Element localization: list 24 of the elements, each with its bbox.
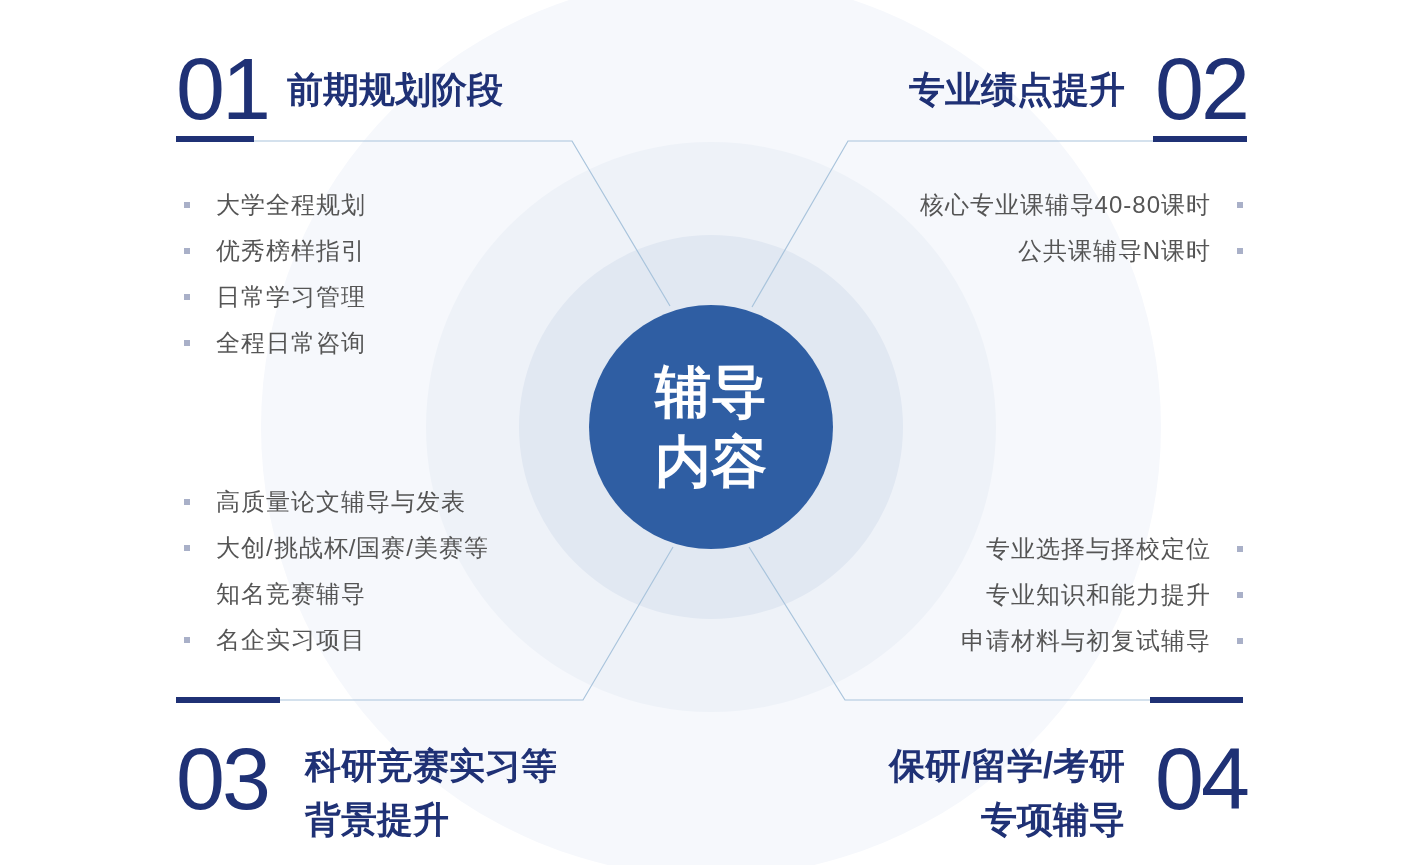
section-title: 前期规划阶段 [287,68,503,112]
list-item: 核心专业课辅导40-80课时 [919,182,1243,228]
list-item: 优秀榜样指引 [184,228,501,274]
section-title: 保研/留学/考研专项辅导 [887,744,1125,842]
list-item: 大创/挑战杯/国赛/美赛等知名竞赛辅导 [184,525,501,617]
list-item: 申请材料与初复试辅导 [961,618,1243,664]
connector-line [748,546,1151,701]
list-item: 公共课辅导N课时 [1017,228,1243,274]
list-item: 高质量论文辅导与发表 [184,479,501,525]
section-number: 02 [1155,45,1247,133]
list-item: 专业知识和能力提升 [986,572,1243,618]
list-item: 全程日常咨询 [184,320,501,366]
connector-line [751,140,1154,308]
list-item: 名企实习项目 [184,617,501,663]
list-item: 专业选择与择校定位 [986,526,1243,572]
list-item: 大学全程规划 [184,182,501,228]
section-number: 03 [176,735,268,823]
connector-line [279,546,674,701]
list-item: 日常学习管理 [184,274,501,320]
section-title: 专业绩点提升 [909,68,1125,112]
connector-line [253,140,671,307]
section-number: 01 [176,45,268,133]
section-number: 04 [1155,735,1247,823]
section-title: 科研竞赛实习等背景提升 [305,744,558,842]
